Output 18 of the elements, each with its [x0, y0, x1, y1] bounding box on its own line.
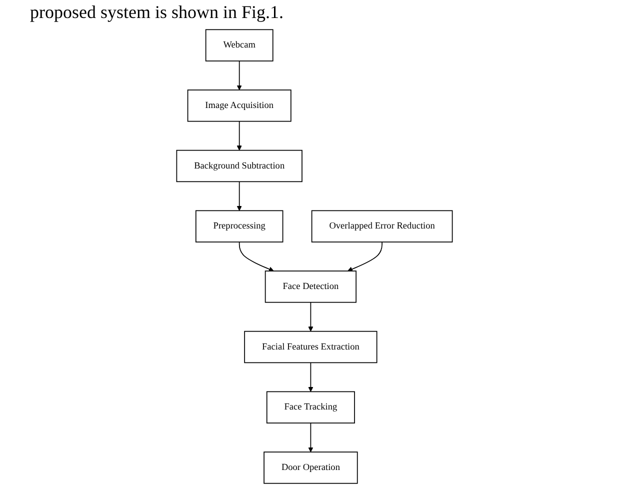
- arrow: [348, 242, 382, 272]
- node-box: Overlapped Error Reduction: [311, 210, 453, 242]
- caption-text: proposed system is shown in Fig.1.: [30, 2, 285, 23]
- arrow: [236, 60, 242, 90]
- arrow: [308, 302, 314, 332]
- node-box: Facial Features Extraction: [244, 330, 378, 364]
- node-box: Face Detection: [264, 270, 356, 303]
- node-box: Image Acquisition: [187, 90, 292, 122]
- arrow: [236, 120, 242, 151]
- arrow: [308, 422, 314, 452]
- arrow: [308, 362, 314, 392]
- arrow: [238, 242, 274, 272]
- node-box: Face Tracking: [266, 391, 355, 424]
- node-box: Background Subtraction: [176, 150, 302, 182]
- node-box: Door Operation: [264, 452, 358, 484]
- node-box: Preprocessing: [195, 210, 284, 242]
- arrow: [236, 181, 242, 211]
- node-box: Webcam: [205, 29, 274, 62]
